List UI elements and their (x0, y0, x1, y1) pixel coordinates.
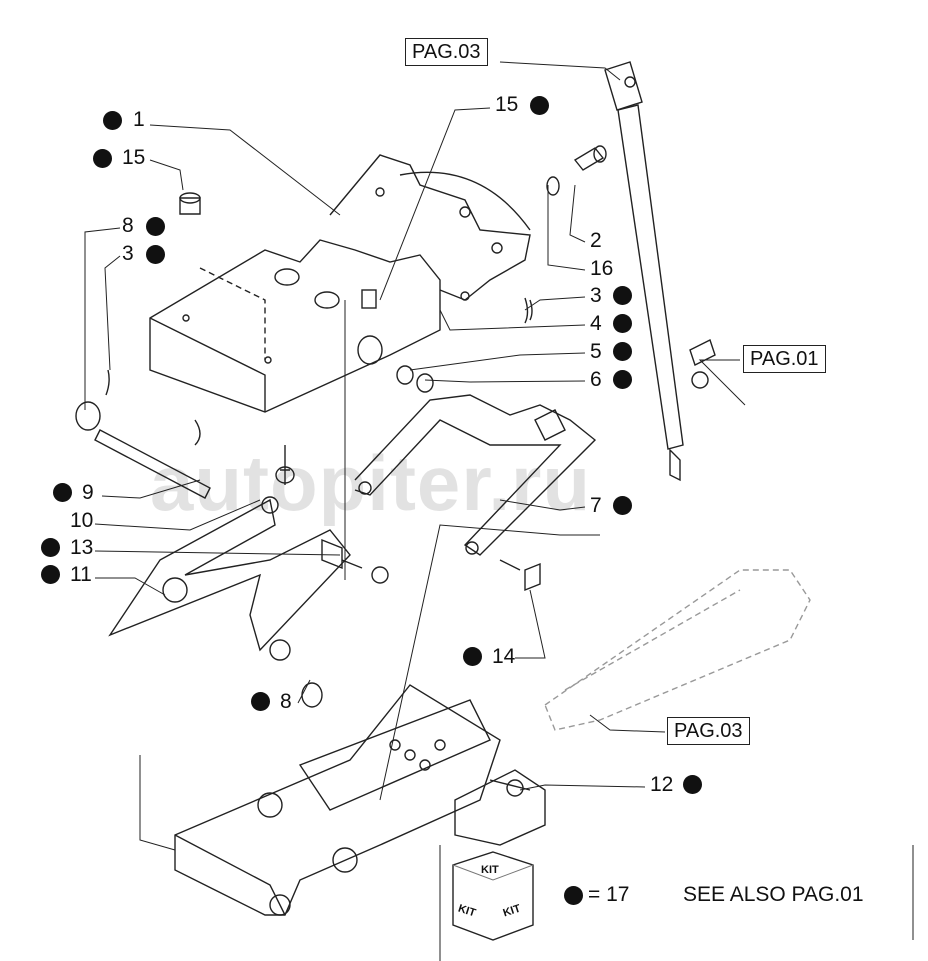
kit-dot-icon (613, 342, 632, 361)
gas-strut (604, 61, 716, 482)
see-also-note[interactable]: SEE ALSO PAG.01 (683, 883, 864, 906)
kit-dot-icon (613, 286, 632, 305)
kit-dot-icon (146, 217, 165, 236)
callout-8: 8 (280, 690, 292, 713)
kit-dot-icon (41, 538, 60, 557)
callout-1: 1 (133, 108, 145, 131)
callout-15: 15 (122, 146, 146, 169)
kit-dot-icon (251, 692, 270, 711)
small-parts (75, 145, 607, 708)
callout-16: 16 (590, 257, 614, 280)
reference-pag03-top[interactable]: PAG.03 (405, 38, 488, 66)
base-frame (174, 684, 546, 916)
reference-pag01[interactable]: PAG.01 (743, 345, 826, 373)
callout-10: 10 (70, 509, 94, 532)
kit-cube-icon (452, 851, 534, 941)
kit-label-top: KIT (481, 864, 499, 876)
link-arms (108, 394, 597, 661)
callout-6: 6 (590, 368, 602, 391)
kit-dot-icon (93, 149, 112, 168)
callout-8: 8 (122, 214, 134, 237)
kit-dot-icon (41, 565, 60, 584)
callout-5: 5 (590, 340, 602, 363)
reference-pag03-bottom[interactable]: PAG.03 (667, 717, 750, 745)
kit-dot-icon (530, 96, 549, 115)
kit-dot-icon (564, 886, 583, 905)
callout-11: 11 (70, 563, 92, 586)
kit-legend-text: = 17 (588, 883, 630, 906)
kit-dot-icon (613, 496, 632, 515)
kit-dot-icon (146, 245, 165, 264)
leader-lines (84, 61, 746, 851)
watermark: autopiter.ru (150, 439, 592, 527)
callout-12: 12 (650, 773, 674, 796)
kit-dot-icon (613, 314, 632, 333)
callout-3: 3 (122, 242, 134, 265)
reference-part-drawing (544, 569, 811, 731)
callout-3: 3 (590, 284, 602, 307)
callout-15: 15 (495, 93, 519, 116)
callout-2: 2 (590, 229, 602, 252)
kit-dot-icon (463, 647, 482, 666)
kit-dot-icon (683, 775, 702, 794)
callout-9: 9 (82, 481, 94, 504)
bracket-part (149, 154, 531, 413)
kit-dot-icon (53, 483, 72, 502)
callout-13: 13 (70, 536, 94, 559)
kit-dot-icon (103, 111, 122, 130)
kit-dot-icon (613, 370, 632, 389)
callout-14: 14 (492, 645, 516, 668)
callout-4: 4 (590, 312, 602, 335)
callout-7: 7 (590, 494, 602, 517)
